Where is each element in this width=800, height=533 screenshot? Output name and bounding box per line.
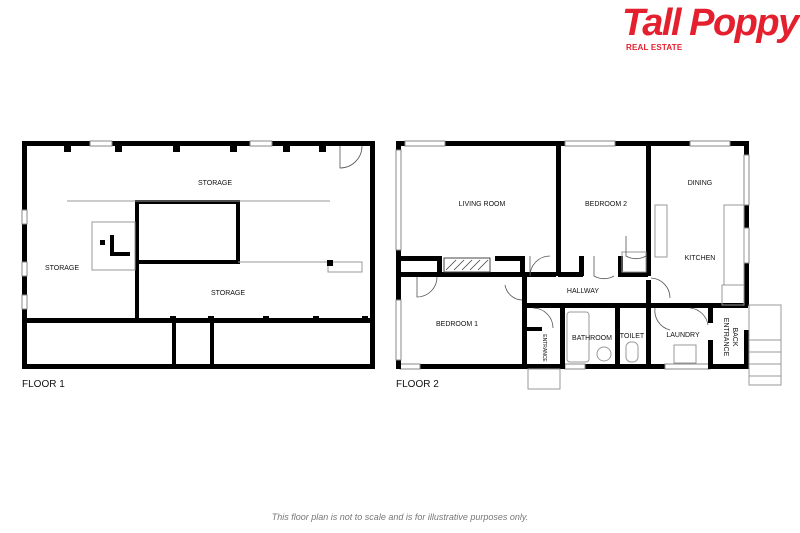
room-back-entrance-line2: ENTRANCE	[722, 318, 729, 357]
wall	[370, 141, 375, 369]
room-storage-left: STORAGE	[45, 265, 79, 272]
pillars	[64, 145, 368, 322]
room-living-room: LIVING ROOM	[459, 201, 506, 208]
floor-2: LIVING ROOM BEDROOM 2 DINING KITCHEN HAL…	[395, 140, 782, 390]
floor-2-label: FLOOR 2	[396, 379, 439, 390]
wall	[22, 141, 375, 146]
wall	[22, 364, 375, 369]
wall	[22, 141, 27, 369]
room-dining: DINING	[688, 180, 713, 187]
window	[249, 140, 273, 147]
wall	[744, 141, 749, 306]
floor-1-label: FLOOR 1	[22, 379, 65, 390]
window	[21, 294, 28, 310]
wall	[22, 318, 375, 323]
tall-poppy-logo: Tall Poppy REAL ESTATE	[620, 2, 799, 54]
logo-brand: Tall Poppy	[622, 2, 799, 44]
room-entrance: ENTRANCE	[541, 334, 547, 362]
wall	[135, 260, 240, 264]
room-kitchen: KITCHEN	[685, 255, 716, 262]
window	[21, 209, 28, 225]
room-laundry: LAUNDRY	[666, 332, 700, 339]
room-back-entrance-line1: BACK	[731, 327, 738, 346]
disclaimer: This floor plan is not to scale and is f…	[271, 512, 529, 522]
room-storage-center: STORAGE	[211, 290, 245, 297]
window	[21, 261, 28, 277]
wall	[172, 318, 176, 368]
wall	[236, 200, 240, 264]
floor-1: STORAGE STORAGE STORAGE FLOOR 1	[21, 140, 375, 390]
logo-subtitle: REAL ESTATE	[626, 43, 683, 52]
room-bathroom: BATHROOM	[572, 335, 612, 342]
room-bedroom-1: BEDROOM 1	[436, 321, 478, 328]
wall	[210, 318, 214, 368]
room-toilet: TOILET	[620, 333, 645, 340]
wall	[135, 200, 240, 204]
back-stairs	[748, 304, 782, 386]
room-hallway: HALLWAY	[567, 288, 599, 295]
window	[89, 140, 113, 147]
room-storage-top: STORAGE	[198, 180, 232, 187]
wall	[396, 141, 401, 369]
room-bedroom-2: BEDROOM 2	[585, 201, 627, 208]
